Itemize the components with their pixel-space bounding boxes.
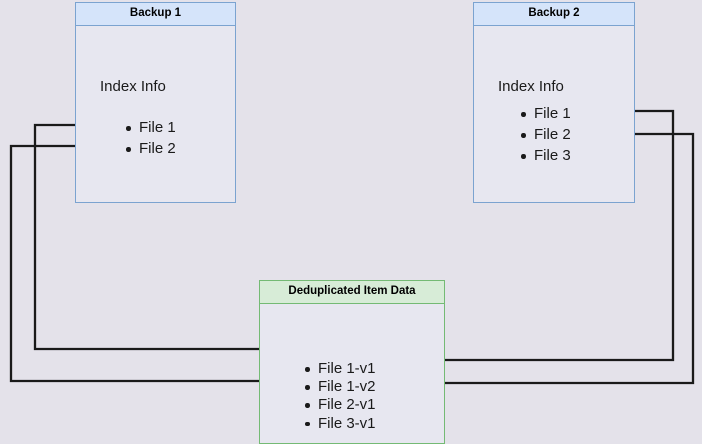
list-item: File 2 — [519, 124, 571, 145]
node-backup-2-file-list: File 1 File 2 File 3 — [519, 103, 571, 166]
node-backup-1[interactable]: Backup 1 Index Info File 1 File 2 — [75, 2, 236, 203]
node-deduplicated-item-data-body: File 1-v1 File 1-v2 File 2-v1 File 3-v1 — [260, 304, 444, 443]
node-backup-1-file-list: File 1 File 2 — [124, 117, 176, 159]
node-backup-1-body: Index Info File 1 File 2 — [76, 26, 235, 202]
list-item: File 3 — [519, 145, 571, 166]
list-item: File 2 — [124, 138, 176, 159]
list-item: File 1 — [124, 117, 176, 138]
node-deduplicated-item-data[interactable]: Deduplicated Item Data File 1-v1 File 1-… — [259, 280, 445, 444]
list-item: File 2-v1 — [303, 396, 376, 414]
list-item: File 3-v1 — [303, 415, 376, 433]
node-deduplicated-item-data-title: Deduplicated Item Data — [260, 281, 444, 304]
list-item: File 1-v2 — [303, 378, 376, 396]
node-backup-2-title: Backup 2 — [474, 3, 634, 26]
node-backup-2-subtitle: Index Info — [498, 78, 564, 95]
node-deduplicated-item-data-file-list: File 1-v1 File 1-v2 File 2-v1 File 3-v1 — [303, 360, 376, 433]
list-item: File 1-v1 — [303, 360, 376, 378]
node-backup-1-title: Backup 1 — [76, 3, 235, 26]
node-backup-2-body: Index Info File 1 File 2 File 3 — [474, 26, 634, 202]
list-item: File 1 — [519, 103, 571, 124]
node-backup-2[interactable]: Backup 2 Index Info File 1 File 2 File 3 — [473, 2, 635, 203]
node-backup-1-subtitle: Index Info — [100, 78, 166, 95]
